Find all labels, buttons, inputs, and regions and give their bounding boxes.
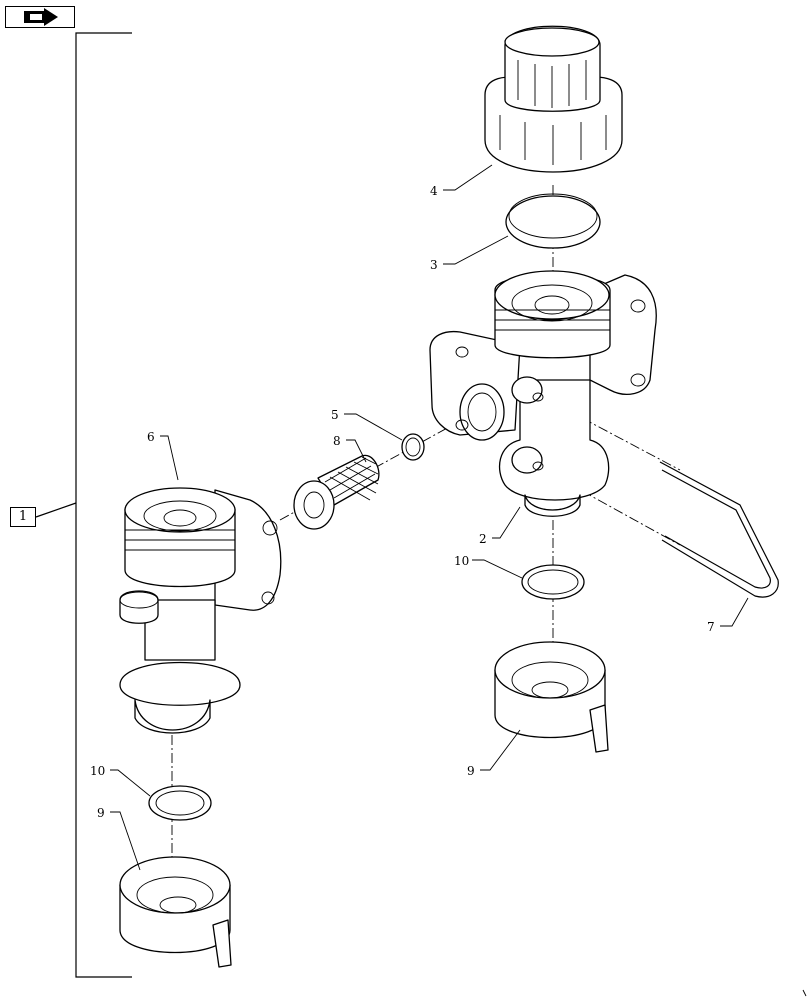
- assembly-reference-box[interactable]: 1: [10, 507, 36, 527]
- o-ring-right: [521, 564, 585, 600]
- valve-body-right: [429, 270, 657, 517]
- navigation-button[interactable]: [5, 6, 75, 28]
- disc-seal: [505, 193, 601, 249]
- callout-9-left[interactable]: 9: [97, 806, 105, 820]
- callout-9-right[interactable]: 9: [467, 764, 475, 778]
- corner-mark: [802, 989, 807, 997]
- callout-8[interactable]: 8: [333, 434, 341, 448]
- leader-lines: [110, 164, 749, 871]
- callout-labels: 4 3 5 8 6 2 10 7 9 10 9: [90, 184, 715, 820]
- o-ring-left: [148, 785, 212, 821]
- callout-10-left[interactable]: 10: [90, 764, 105, 778]
- callout-2[interactable]: 2: [479, 532, 487, 546]
- filter-strainer: [293, 454, 380, 530]
- callout-3[interactable]: 3: [430, 258, 438, 272]
- cap-knob: [484, 25, 623, 173]
- valve-body-left: [119, 487, 282, 734]
- callout-10-right[interactable]: 10: [454, 554, 469, 568]
- callout-4[interactable]: 4: [430, 184, 438, 198]
- assembly-bracket: [35, 32, 132, 978]
- nozzle-cap-left: [119, 856, 232, 968]
- callout-6[interactable]: 6: [147, 430, 155, 444]
- callout-7[interactable]: 7: [707, 620, 715, 634]
- small-o-ring: [401, 433, 425, 461]
- callout-5[interactable]: 5: [331, 408, 339, 422]
- nozzle-cap-right: [494, 641, 609, 753]
- wire-clip: [659, 461, 779, 598]
- arrow-right-icon: [24, 8, 58, 26]
